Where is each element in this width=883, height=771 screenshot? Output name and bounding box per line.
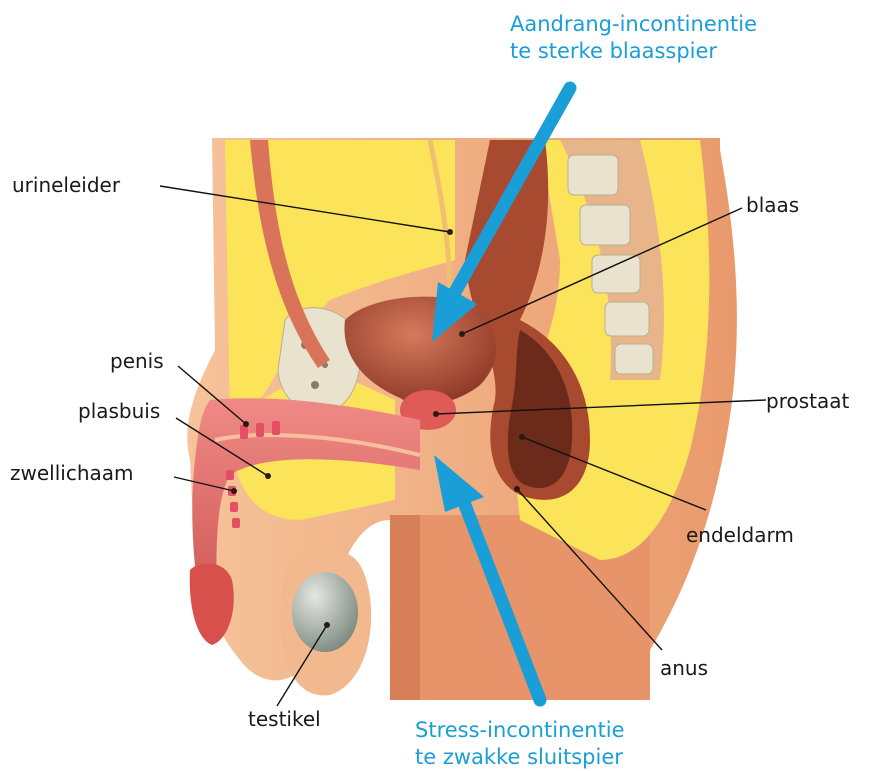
label-penis: penis — [110, 349, 164, 373]
urge-callout-subtitle: te sterke blaasspier — [510, 39, 717, 63]
stress-callout-title: Stress-incontinentie — [415, 718, 625, 742]
label-endeldarm: endeldarm — [686, 523, 794, 547]
label-urineleider: urineleider — [12, 173, 121, 197]
label-testikel: testikel — [248, 707, 321, 731]
label-blaas: blaas — [746, 193, 799, 217]
stress-callout-subtitle: te zwakke sluitspier — [415, 745, 623, 769]
urge-callout-title: Aandrang-incontinentie — [510, 12, 757, 36]
label-prostaat: prostaat — [766, 389, 849, 413]
label-plasbuis: plasbuis — [78, 399, 160, 423]
label-anus: anus — [660, 656, 708, 680]
scrotum — [281, 549, 372, 696]
label-zwellichaam: zwellichaam — [10, 461, 134, 485]
